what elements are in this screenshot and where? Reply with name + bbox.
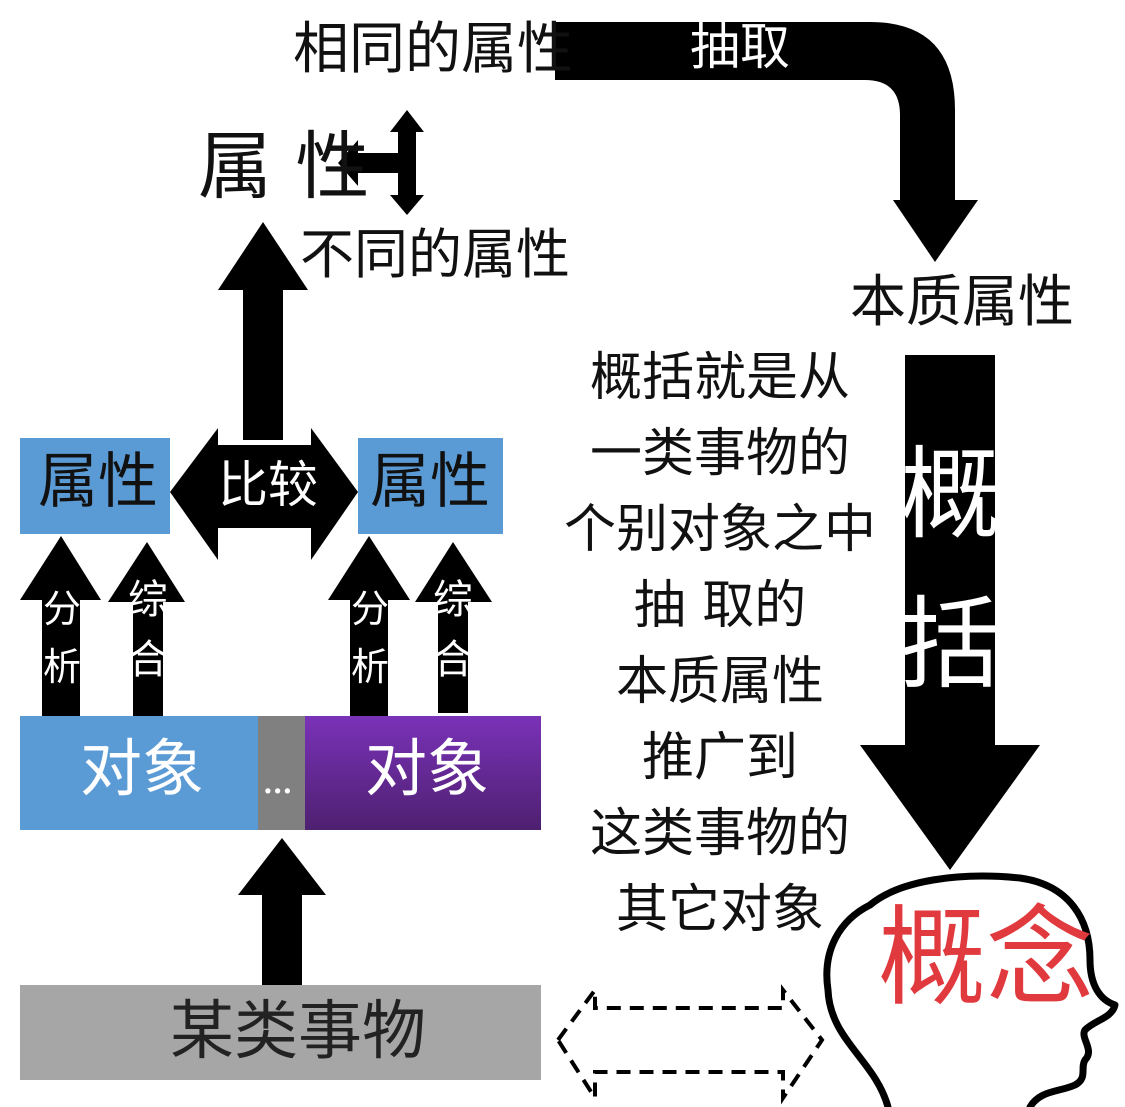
object-left-label: 对象 [80, 732, 205, 805]
head-outline-icon [823, 872, 1119, 1107]
compare-double-arrow [170, 428, 358, 560]
attribute-split-arrow [338, 110, 424, 215]
dashed-double-arrow [555, 983, 825, 1105]
synthesis-arrow-left [108, 542, 185, 716]
object-right-label: 对象 [365, 732, 490, 805]
generalize-arrow [860, 355, 1040, 870]
concept-label: 概念 [878, 896, 1095, 1021]
object-box-right [305, 716, 541, 830]
definition-line: 这类事物的 [589, 804, 850, 864]
analysis-label-left: 分析 [43, 587, 82, 689]
things-bar [20, 985, 541, 1080]
up-arrow-to-attribute [218, 222, 308, 440]
ellipsis-label: ... [263, 767, 293, 800]
generalize-label: 概括 [900, 436, 1000, 703]
synthesis-arrow-right [415, 542, 492, 713]
synthesis-label-left: 综合 [128, 577, 168, 683]
attribute-box-right-label: 属性 [370, 447, 490, 517]
definition-line: 其它对象 [615, 880, 824, 940]
object-box-left [20, 716, 258, 830]
definition-line: 推广到 [641, 728, 798, 788]
synthesis-label-right: 综合 [433, 577, 473, 683]
definition-line: 抽 取的 [633, 576, 807, 636]
up-arrow-to-objects [238, 838, 326, 987]
analysis-label-right: 分析 [351, 587, 390, 689]
extract-arrow [555, 22, 978, 262]
attribute-label: 属 性 [198, 124, 370, 210]
essential-attributes-label: 本质属性 [850, 270, 1074, 335]
attribute-box-right [358, 438, 503, 534]
attribute-box-left [20, 438, 170, 534]
extract-label: 抽取 [690, 18, 790, 76]
analysis-arrow-right [328, 536, 410, 716]
some-things-label: 某类事物 [170, 995, 426, 1069]
definition-line: 个别对象之中 [563, 500, 876, 560]
definition-line: 本质属性 [615, 652, 824, 712]
same-attributes-label: 相同的属性 [293, 17, 573, 82]
analysis-arrow-left [20, 536, 101, 716]
attribute-box-left-label: 属性 [38, 447, 158, 517]
definition-line: 概括就是从 [589, 348, 850, 408]
different-attributes-label: 不同的属性 [300, 223, 570, 286]
compare-label: 比较 [218, 456, 318, 514]
ellipsis-box [258, 716, 305, 830]
definition-line: 一类事物的 [589, 424, 850, 484]
definition-text: 概括就是从 一类事物的 个别对象之中 抽 取的 本质属性 推广到 这类事物的 其… [560, 340, 880, 948]
